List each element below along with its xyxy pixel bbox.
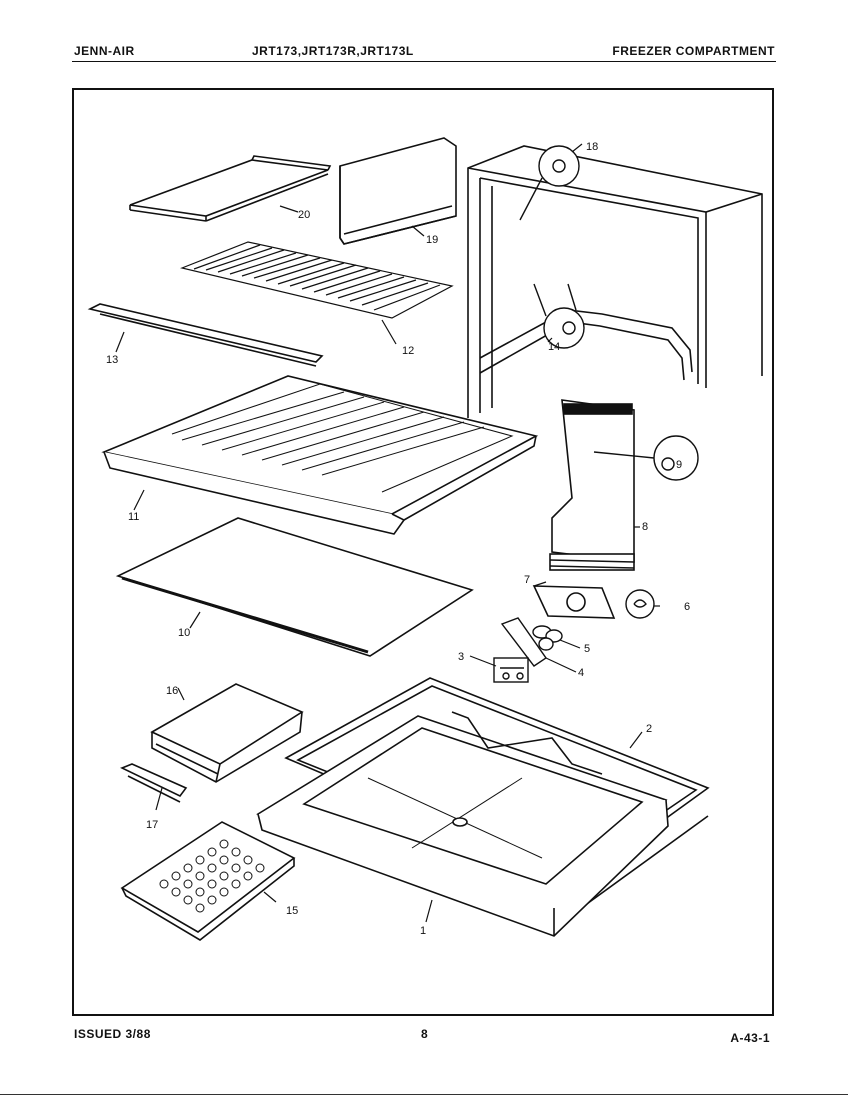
callout-3: 3 (458, 651, 464, 663)
callout-4: 4 (578, 667, 584, 679)
part-fan-bracket (532, 585, 616, 619)
callout-12: 12 (402, 345, 414, 357)
callout-19: 19 (426, 234, 438, 246)
parts-diagram: 20 19 12 13 11 10 8 9 7 6 5 4 3 16 17 15… (72, 88, 774, 1016)
callout-5: 5 (584, 643, 590, 655)
detail-circle-6 (625, 589, 655, 619)
callout-14: 14 (548, 341, 560, 353)
callout-20: 20 (298, 209, 310, 221)
part-shelf-rail (87, 303, 324, 367)
part-ice-bin (150, 683, 304, 783)
part-air-duct (549, 399, 635, 571)
part-shelf-small (129, 155, 332, 222)
part-ice-tray (120, 821, 296, 941)
model-numbers: JRT173,JRT173R,JRT173L (252, 44, 414, 58)
callout-8: 8 (642, 521, 648, 533)
header-rule (72, 61, 776, 62)
section-title: FREEZER COMPARTMENT (612, 44, 775, 58)
brand-label: JENN-AIR (74, 44, 135, 58)
part-back-panel (339, 137, 457, 245)
callout-6: 6 (684, 601, 690, 613)
part-flat-panel (115, 517, 474, 657)
callout-16: 16 (166, 685, 178, 697)
part-large-shelf (101, 375, 539, 535)
issue-date: ISSUED 3/88 (74, 1027, 151, 1041)
detail-circle-18 (519, 145, 580, 221)
part-wire-shelf (180, 241, 454, 319)
part-fan-blade (532, 625, 563, 651)
callout-13: 13 (106, 354, 118, 366)
callout-7: 7 (524, 574, 530, 586)
part-motor-assembly (493, 617, 547, 683)
document-code: A-43-1 (730, 1031, 770, 1045)
detail-circle-9 (593, 435, 699, 481)
callout-1: 1 (420, 925, 426, 937)
freezer-cabinet (467, 145, 763, 418)
leader-lines (115, 143, 660, 923)
callout-15: 15 (286, 905, 298, 917)
callout-18: 18 (586, 141, 598, 153)
bottom-rule (0, 1094, 848, 1095)
diagram-border (72, 88, 774, 1016)
detail-circle-14 (533, 283, 585, 349)
callout-11: 11 (128, 511, 139, 523)
callout-17: 17 (146, 819, 158, 831)
callout-10: 10 (178, 627, 190, 639)
callout-2: 2 (646, 723, 652, 735)
part-bin-handle (120, 763, 188, 803)
callout-9: 9 (676, 459, 682, 471)
page-number: 8 (421, 1027, 429, 1041)
part-liner-tray (256, 711, 669, 937)
